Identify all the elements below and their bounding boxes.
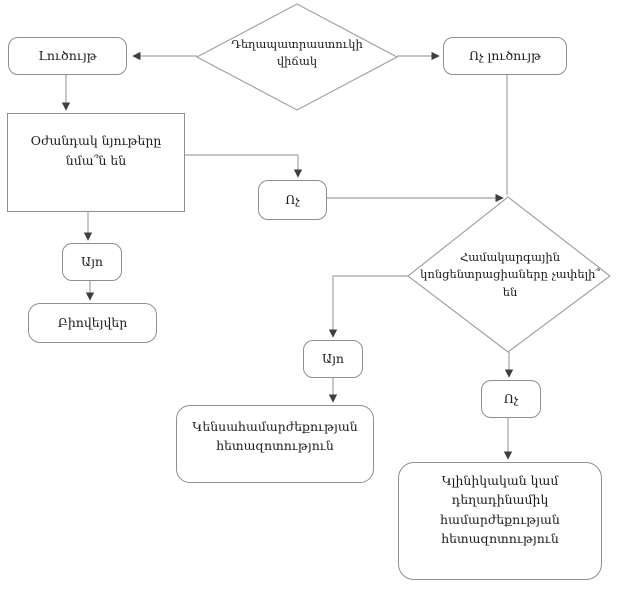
edge-excipients-to-no-mid [185,154,303,178]
node-yes-left: Այո [62,243,122,281]
node-no-right-label: Ոչ [503,391,519,407]
node-solution: Լուծույթ [8,37,127,75]
node-not-solution-label: Ոչ լուծույթ [468,48,542,64]
node-bioequivalence-study-label: Կենսահամարժեքության հետազոտություն [192,419,358,454]
node-biowaiver: Բիովեյվեր [28,303,157,343]
decision-systemic-concentrations-shape [407,196,611,353]
node-clinical-study: Կլինիկական կամ դեղադինամիկ համարժեքությա… [398,462,602,580]
decision-systemic-concentrations-label: Համակարգային կոնցենտրացիաները չափելի՞ են [420,250,600,299]
decision-drug-state-shape [195,3,399,111]
node-yes-left-label: Այո [80,254,104,270]
node-no-mid-label: Ոչ [285,192,300,208]
node-bioequivalence-study: Կենսահամարժեքության հետազոտություն [176,405,374,483]
node-yes-mid: Այո [303,340,363,378]
node-no-mid: Ոչ [258,180,327,220]
node-clinical-study-label: Կլինիկական կամ դեղադինամիկ համարժեքությա… [440,473,560,547]
node-excipients-similar-label: Օժանդակ նյութերը նմա՞ն են [30,133,162,168]
node-excipients-similar: Օժանդակ նյութերը նմա՞ն են [7,113,185,212]
node-no-right: Ոչ [481,380,541,418]
node-not-solution: Ոչ լուծույթ [443,37,567,75]
node-yes-mid-label: Այո [321,351,345,367]
node-solution-label: Լուծույթ [38,48,97,64]
node-biowaiver-label: Բիովեյվեր [57,315,128,331]
decision-drug-state-label: Դեղապատրաստուկի վիճակ [231,37,363,69]
edge-systemic-to-yes-mid [328,275,408,338]
